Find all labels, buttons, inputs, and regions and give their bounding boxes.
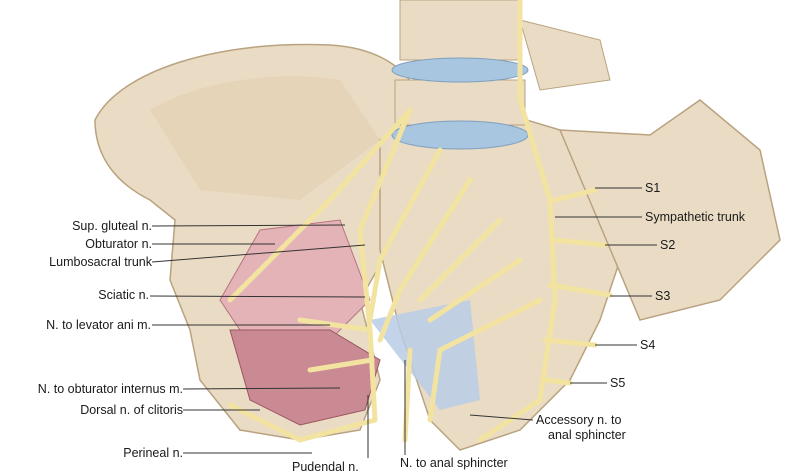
intervertebral-disc — [391, 120, 529, 150]
intervertebral-disc — [391, 57, 529, 83]
label-sympathetic-trunk: Sympathetic trunk — [645, 210, 746, 224]
label-perineal-n: Perineal n. — [123, 446, 183, 460]
obturator-internus-muscle — [229, 329, 381, 426]
label-n-to-levator-ani: N. to levator ani m. — [46, 318, 151, 332]
label-s2: S2 — [660, 238, 676, 252]
label-pudendal-n: Pudendal n. — [292, 460, 359, 474]
label-sup-gluteal-n: Sup. gluteal n. — [72, 219, 152, 233]
label-obturator-n: Obturator n. — [85, 237, 152, 251]
label-accessory-n-line1: Accessory n. to — [536, 413, 622, 427]
label-s4: S4 — [640, 338, 656, 352]
vertebra — [399, 0, 521, 61]
label-lumbosacral-trunk: Lumbosacral trunk — [49, 255, 152, 269]
vertebra — [394, 79, 526, 126]
label-s1: S1 — [645, 181, 661, 195]
sacrospinous-ligament — [370, 300, 480, 410]
label-s3: S3 — [655, 289, 671, 303]
label-dorsal-n-of-clitoris: Dorsal n. of clitoris — [80, 403, 183, 417]
leader-lines — [149, 187, 657, 458]
nerves — [227, 0, 613, 443]
label-sciatic-n: Sciatic n. — [98, 288, 149, 302]
label-n-to-anal-sphincter: N. to anal sphincter — [400, 456, 508, 470]
label-accessory-n-line2: anal sphincter — [548, 428, 626, 442]
label-s5: S5 — [610, 376, 626, 390]
label-n-to-obturator-internus: N. to obturator internus m. — [37, 382, 183, 396]
